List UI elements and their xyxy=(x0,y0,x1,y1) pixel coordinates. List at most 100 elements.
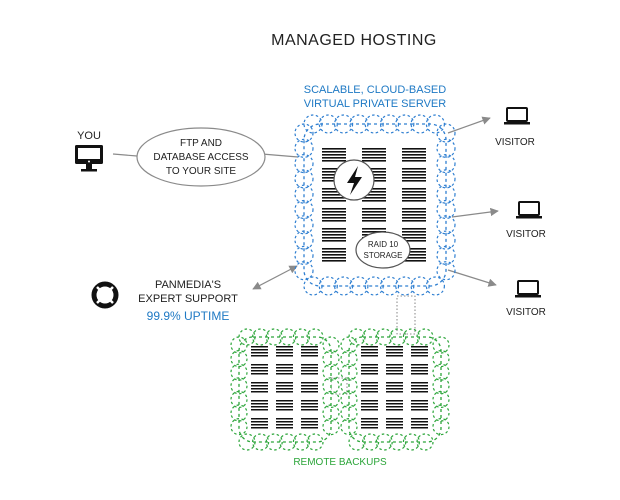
rack-bar xyxy=(362,200,386,202)
rack-bar xyxy=(386,373,403,375)
rack-bar xyxy=(411,400,428,402)
server-to-visitor-3-arrow xyxy=(447,269,497,287)
rack-bar xyxy=(411,364,428,366)
rack-bar xyxy=(251,385,268,387)
rack-bar xyxy=(301,370,318,372)
rack-bar xyxy=(361,424,378,426)
support-label-line-2: EXPERT SUPPORT xyxy=(138,293,238,305)
rack-bar xyxy=(402,160,426,162)
rack-bar xyxy=(276,409,293,411)
rack-bar xyxy=(386,391,403,393)
rack-bar xyxy=(362,208,386,210)
rack-bar xyxy=(276,370,293,372)
rack-bar xyxy=(402,251,426,253)
vps-label-line-1: SCALABLE, CLOUD-BASED xyxy=(304,84,446,96)
rack-bar xyxy=(251,349,268,351)
rack-bar xyxy=(402,157,426,159)
rack-bar xyxy=(402,200,426,202)
rack-bar xyxy=(301,364,318,366)
rack-bar xyxy=(402,228,426,230)
rack-bar xyxy=(411,427,428,429)
rack-bar xyxy=(251,370,268,372)
rack-bar xyxy=(362,174,386,176)
rack-bar xyxy=(411,370,428,372)
backup-cloud-left xyxy=(230,328,340,451)
rack-bar xyxy=(402,257,426,259)
ftp-label-line-1: FTP AND xyxy=(180,138,222,149)
rack-bar xyxy=(276,406,293,408)
rack-bar xyxy=(362,231,386,233)
rack-bar xyxy=(386,418,403,420)
rack-bar xyxy=(276,418,293,420)
rack-bar xyxy=(251,421,268,423)
rack-bar xyxy=(362,194,386,196)
rack-bar xyxy=(301,391,318,393)
rack-bar xyxy=(322,260,346,262)
rack-bar xyxy=(251,418,268,420)
rack-bar xyxy=(411,403,428,405)
rack-bar xyxy=(322,191,346,193)
rack-bar xyxy=(402,248,426,250)
rack-bar xyxy=(361,427,378,429)
rack-bar xyxy=(276,364,293,366)
rack-bar xyxy=(361,382,378,384)
rack-bar xyxy=(386,406,403,408)
rack-bar xyxy=(322,168,346,170)
rack-bar xyxy=(301,403,318,405)
rack-bar xyxy=(251,400,268,402)
rack-bar xyxy=(301,427,318,429)
rack-bar xyxy=(402,260,426,262)
rack-bar xyxy=(362,217,386,219)
rack-bar xyxy=(361,409,378,411)
rack-bar xyxy=(301,406,318,408)
visitor-1: VISITOR xyxy=(495,107,535,148)
rack-bar xyxy=(386,427,403,429)
support-label-line-1: PANMEDIA'S xyxy=(155,279,221,291)
you-label: YOU xyxy=(77,130,101,142)
rack-bar xyxy=(322,220,346,222)
rack-bar xyxy=(322,237,346,239)
rack-bar xyxy=(361,346,378,348)
rack-bar xyxy=(276,346,293,348)
rack-bar xyxy=(362,197,386,199)
rack-bar xyxy=(251,373,268,375)
rack-bar xyxy=(361,388,378,390)
rack-bar xyxy=(411,385,428,387)
support-server-arrow xyxy=(252,265,298,290)
uptime-label: 99.9% UPTIME xyxy=(147,309,230,323)
rack-bar xyxy=(322,211,346,213)
rack-bar xyxy=(301,367,318,369)
rack-bar xyxy=(362,214,386,216)
rack-bar xyxy=(301,421,318,423)
rack-bar xyxy=(361,385,378,387)
rack-bar xyxy=(251,427,268,429)
rack-bar xyxy=(402,194,426,196)
rack-bar xyxy=(276,349,293,351)
rack-bar xyxy=(301,409,318,411)
remote-backups-label: REMOTE BACKUPS xyxy=(293,457,387,468)
rack-bar xyxy=(301,382,318,384)
rack-bar xyxy=(301,355,318,357)
rack-bar xyxy=(322,188,346,190)
rack-bar xyxy=(386,355,403,357)
rack-bar xyxy=(411,382,428,384)
rack-bar xyxy=(276,367,293,369)
rack-bar xyxy=(361,355,378,357)
laptop-icon xyxy=(516,201,542,219)
connectors xyxy=(112,116,499,290)
rack-bar xyxy=(251,424,268,426)
rack-bar xyxy=(411,421,428,423)
rack-bar xyxy=(361,391,378,393)
visitor-label-3: VISITOR xyxy=(506,307,546,318)
rack-bar xyxy=(361,367,378,369)
rack-bar xyxy=(386,385,403,387)
rack-bar xyxy=(276,352,293,354)
rack-bar xyxy=(402,171,426,173)
rack-bar xyxy=(301,346,318,348)
rack-bar xyxy=(251,391,268,393)
rack-bar xyxy=(362,220,386,222)
rack-bar xyxy=(402,177,426,179)
rack-bar xyxy=(402,231,426,233)
rack-bar xyxy=(411,418,428,420)
